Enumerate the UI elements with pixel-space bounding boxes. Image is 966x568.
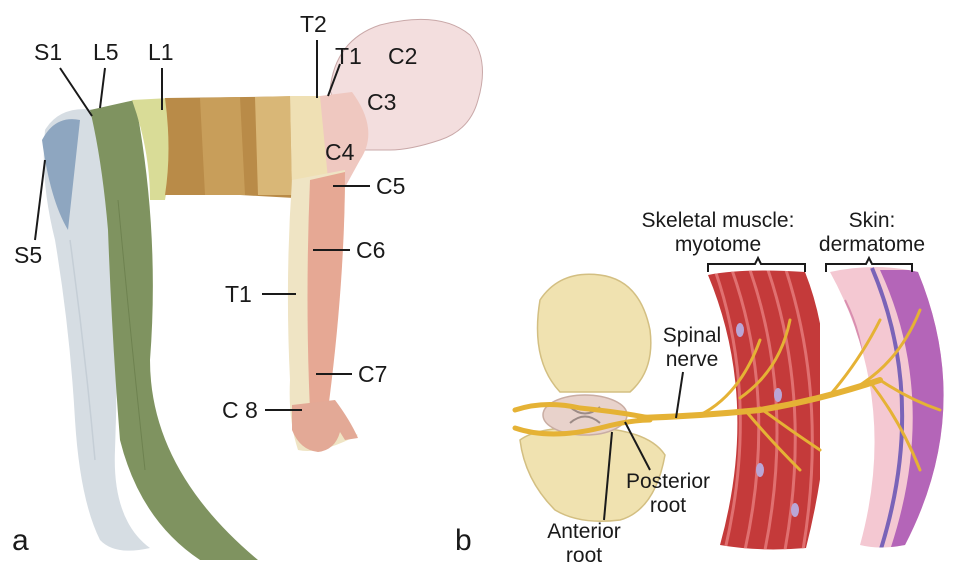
bracket-myotome	[708, 258, 805, 272]
label-anterior-root: root	[566, 544, 602, 567]
panel-a-letter: a	[12, 524, 29, 557]
label-c5: C5	[376, 173, 405, 199]
label-c2: C2	[388, 43, 417, 69]
leader-l5	[100, 68, 105, 108]
label-c6: C6	[356, 237, 385, 263]
label-l1: L1	[148, 39, 174, 65]
label-s1: S1	[34, 39, 62, 65]
trunk-band-2	[255, 96, 292, 195]
label-l5: L5	[93, 39, 119, 65]
label-myotome: myotome	[675, 233, 761, 256]
label-t1-arm: T1	[225, 281, 252, 307]
leader-spinal-nerve	[676, 372, 683, 418]
label-skeletal-muscle: Skeletal muscle:	[642, 209, 795, 232]
label-s5: S5	[14, 242, 42, 268]
hand	[292, 400, 358, 452]
vertebra-upper	[538, 274, 651, 392]
label-c8: C 8	[222, 397, 258, 423]
body-illustration	[42, 19, 483, 560]
label-anterior: Anterior	[547, 520, 621, 543]
label-posterior: Posterior	[626, 470, 710, 493]
label-nerve: nerve	[666, 348, 719, 371]
label-skin: Skin:	[849, 209, 896, 232]
skin-block	[820, 260, 966, 560]
spinal-illustration	[515, 260, 966, 560]
leader-s1	[60, 68, 92, 116]
label-c7: C7	[358, 361, 387, 387]
label-c4: C4	[325, 139, 355, 165]
label-posterior-root: root	[650, 494, 686, 517]
label-dermatome: dermatome	[819, 233, 925, 256]
label-spinal: Spinal	[663, 324, 721, 347]
panel-b-letter: b	[455, 524, 472, 557]
label-t1-top: T1	[335, 43, 362, 69]
label-t2: T2	[300, 11, 327, 37]
label-c3: C3	[367, 89, 396, 115]
leader-s5	[35, 160, 45, 240]
trunk-band-1	[200, 97, 245, 195]
